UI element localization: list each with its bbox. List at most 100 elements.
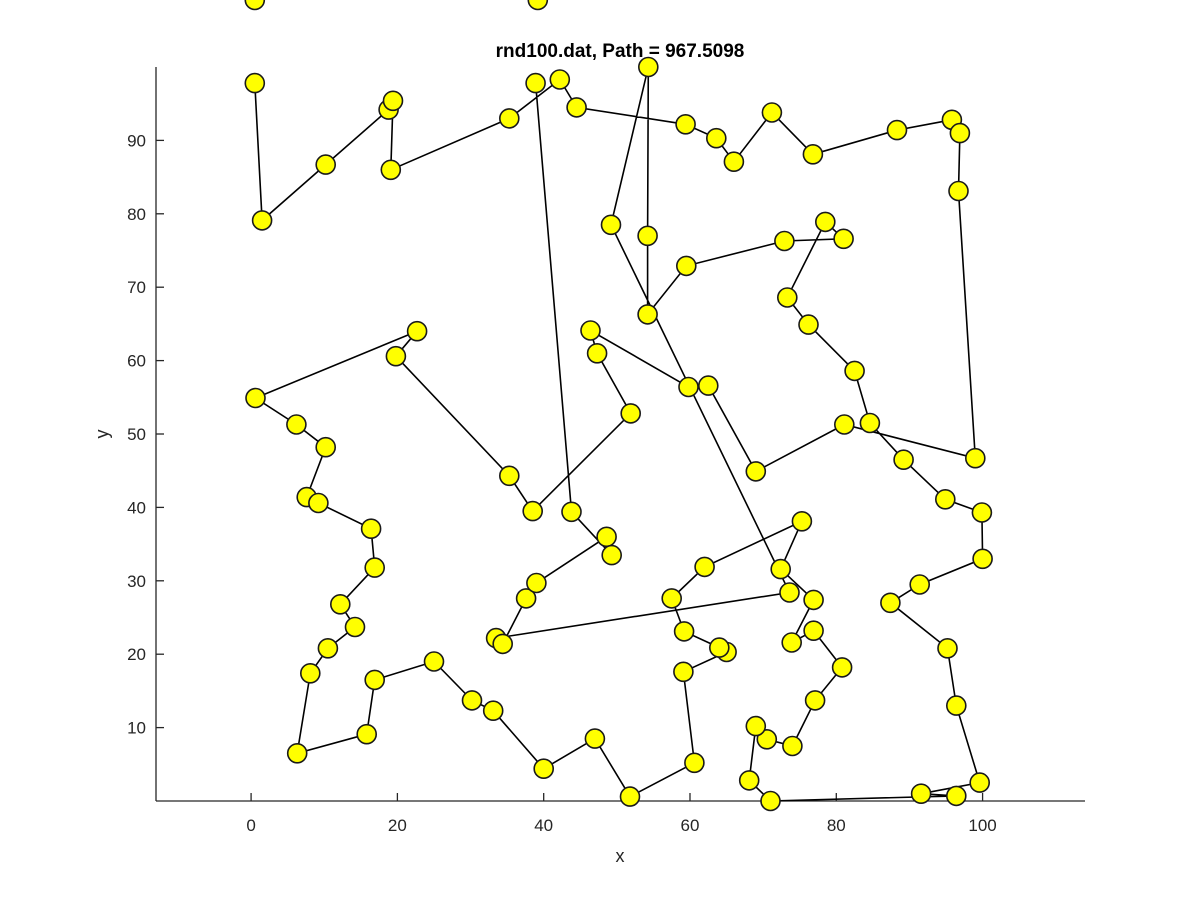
city-point	[723, 151, 745, 172]
city-point	[498, 465, 520, 487]
city-point	[637, 304, 658, 325]
city-point	[833, 414, 855, 435]
city-point	[678, 376, 699, 398]
city-point	[776, 287, 798, 308]
city-point	[745, 461, 767, 482]
city-point	[364, 557, 386, 578]
x-tick-label: 40	[534, 816, 553, 835]
city-point	[525, 72, 546, 94]
city-point	[580, 320, 601, 341]
city-point	[948, 180, 969, 202]
city-point	[937, 637, 958, 659]
city-point	[745, 715, 767, 737]
city-point	[831, 657, 853, 678]
y-tick-label: 90	[127, 131, 146, 150]
city-point	[619, 786, 641, 807]
city-point	[844, 360, 865, 382]
city-point	[584, 728, 606, 749]
city-point	[859, 412, 881, 434]
x-tick-label: 80	[827, 816, 846, 835]
city-point	[637, 56, 659, 78]
city-point	[802, 144, 824, 165]
city-point	[893, 449, 914, 471]
city-point	[945, 785, 967, 807]
city-point	[705, 127, 727, 149]
city-point	[738, 770, 760, 791]
y-tick-label: 50	[127, 425, 146, 444]
city-point	[244, 72, 266, 94]
city-point	[364, 669, 386, 691]
city-point	[964, 447, 986, 469]
y-axis-label: y	[92, 430, 112, 439]
city-point	[803, 620, 824, 642]
city-point	[697, 375, 719, 396]
city-point	[533, 758, 555, 780]
city-point	[798, 314, 819, 335]
city-point	[360, 518, 382, 540]
city-point	[770, 558, 792, 580]
y-tick-label: 40	[127, 498, 146, 517]
city-point	[251, 210, 273, 231]
city-point	[760, 790, 781, 812]
city-point	[315, 436, 337, 458]
city-point	[774, 230, 795, 252]
city-point	[406, 320, 428, 342]
city-point	[596, 526, 617, 548]
city-point	[317, 637, 339, 659]
city-point	[673, 621, 695, 642]
city-point	[708, 637, 730, 658]
city-point	[245, 387, 266, 409]
city-point	[782, 735, 803, 757]
y-tick-label: 70	[127, 278, 146, 297]
city-point	[423, 651, 445, 672]
city-point	[886, 119, 908, 141]
city-point	[661, 588, 683, 609]
node-layer	[244, 0, 993, 812]
city-point	[934, 488, 956, 510]
y-tick-label: 60	[127, 352, 146, 371]
city-point	[600, 214, 622, 236]
city-point	[804, 690, 826, 711]
y-tick-label: 30	[127, 572, 146, 591]
city-point	[482, 700, 504, 722]
city-point	[684, 752, 705, 774]
city-point	[781, 632, 803, 653]
y-tick-label: 10	[127, 719, 146, 738]
city-point	[356, 723, 378, 745]
y-tick-label: 80	[127, 205, 146, 224]
city-point	[385, 345, 407, 367]
city-point	[969, 772, 991, 793]
city-point	[566, 97, 587, 118]
city-point	[461, 690, 483, 711]
route-layer	[253, 66, 984, 802]
city-point	[515, 588, 537, 609]
x-axis-label: x	[616, 846, 625, 866]
y-tick-label: 20	[127, 645, 146, 664]
city-point	[791, 510, 813, 532]
city-point	[833, 228, 854, 250]
city-point	[909, 574, 931, 595]
city-point	[380, 159, 402, 181]
x-tick-label: 0	[246, 816, 255, 835]
city-point	[527, 0, 549, 11]
city-point	[756, 728, 778, 750]
city-point	[586, 342, 608, 364]
city-point	[286, 414, 307, 435]
y-ticks: 10 20 30 40 50 60 70 80 90	[127, 131, 164, 738]
city-point	[286, 742, 308, 764]
city-point	[945, 695, 967, 716]
x-tick-label: 100	[968, 816, 996, 835]
city-point	[637, 225, 658, 247]
city-point	[779, 582, 800, 603]
city-point	[549, 69, 571, 90]
city-point	[803, 589, 824, 611]
city-point	[880, 592, 901, 614]
city-point	[694, 556, 715, 578]
city-point	[561, 501, 582, 523]
city-point	[498, 108, 520, 129]
city-point	[308, 492, 329, 514]
city-point	[526, 572, 547, 594]
